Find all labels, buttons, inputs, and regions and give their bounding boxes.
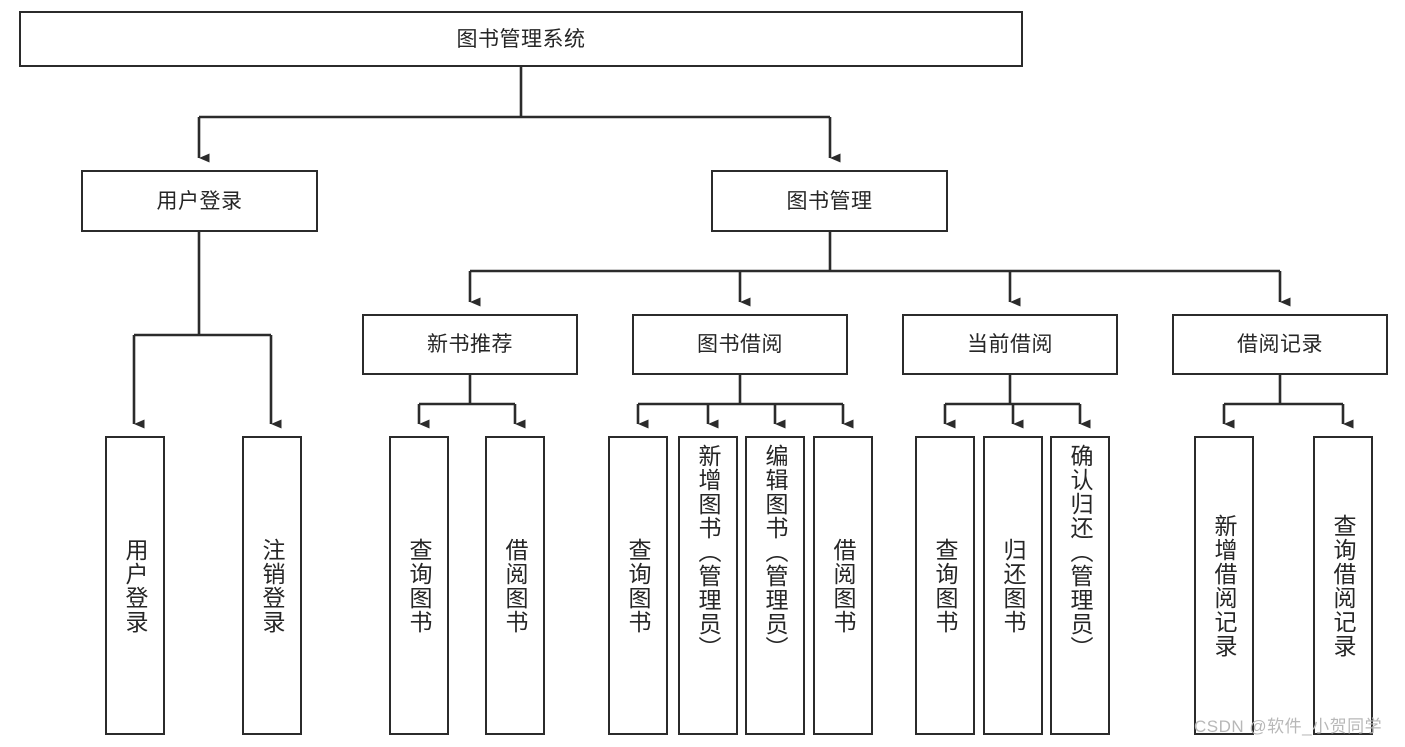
node-leaf-query-record[interactable]: 查询借阅记录 bbox=[1313, 436, 1373, 735]
node-user-login-label: 用户登录 bbox=[156, 189, 243, 213]
node-leaf-confirm-return[interactable]: 确认归还（管理员） bbox=[1050, 436, 1110, 735]
edge-bookmanage-to-level3 bbox=[468, 232, 1291, 307]
node-leaf-add-record-label: 新增借阅记录 bbox=[1211, 513, 1238, 658]
node-user-login[interactable]: 用户登录 bbox=[81, 170, 318, 232]
node-leaf-user-login[interactable]: 用户登录 bbox=[105, 436, 165, 735]
node-book-borrow[interactable]: 图书借阅 bbox=[632, 314, 848, 375]
node-leaf-borrow-book-2[interactable]: 借阅图书 bbox=[813, 436, 873, 735]
node-root[interactable]: 图书管理系统 bbox=[19, 11, 1023, 67]
node-leaf-confirm-return-label: 确认归还（管理员） bbox=[1067, 444, 1094, 660]
node-current-borrow-label: 当前借阅 bbox=[967, 333, 1053, 356]
csdn-watermark: CSDN @软件_小贺同学 bbox=[1194, 717, 1383, 736]
node-leaf-logout[interactable]: 注销登录 bbox=[242, 436, 302, 735]
node-leaf-add-record[interactable]: 新增借阅记录 bbox=[1194, 436, 1254, 735]
node-new-book-rec[interactable]: 新书推荐 bbox=[362, 314, 578, 375]
node-book-manage-label: 图书管理 bbox=[786, 189, 873, 213]
node-leaf-borrow-book-2-label: 借阅图书 bbox=[830, 537, 857, 634]
node-borrow-record[interactable]: 借阅记录 bbox=[1172, 314, 1388, 375]
node-leaf-add-book[interactable]: 新增图书（管理员） bbox=[678, 436, 738, 735]
node-leaf-edit-book[interactable]: 编辑图书（管理员） bbox=[745, 436, 805, 735]
node-leaf-borrow-book-1[interactable]: 借阅图书 bbox=[485, 436, 545, 735]
node-leaf-borrow-book-1-label: 借阅图书 bbox=[502, 537, 529, 634]
edge-bookborrow-to-leaves bbox=[636, 375, 854, 429]
node-leaf-logout-label: 注销登录 bbox=[259, 537, 286, 634]
node-new-book-rec-label: 新书推荐 bbox=[427, 333, 513, 356]
node-leaf-query-record-label: 查询借阅记录 bbox=[1330, 513, 1357, 658]
node-leaf-edit-book-label: 编辑图书（管理员） bbox=[762, 444, 789, 660]
node-leaf-add-book-label: 新增图书（管理员） bbox=[695, 444, 722, 660]
node-current-borrow[interactable]: 当前借阅 bbox=[902, 314, 1118, 375]
edge-currentborrow-to-leaves bbox=[943, 375, 1091, 429]
node-leaf-user-login-label: 用户登录 bbox=[122, 537, 149, 634]
node-leaf-return-book-label: 归还图书 bbox=[1000, 537, 1027, 634]
node-leaf-query-book-3-label: 查询图书 bbox=[932, 537, 959, 634]
node-leaf-query-book-1[interactable]: 查询图书 bbox=[389, 436, 449, 735]
node-leaf-query-book-2[interactable]: 查询图书 bbox=[608, 436, 668, 735]
node-root-label: 图书管理系统 bbox=[456, 27, 586, 51]
node-borrow-record-label: 借阅记录 bbox=[1237, 333, 1323, 356]
node-book-manage[interactable]: 图书管理 bbox=[711, 170, 948, 232]
edge-borrowrecord-to-leaves bbox=[1222, 375, 1354, 429]
edge-userlogin-to-leaves bbox=[132, 232, 282, 429]
edge-root-to-level2 bbox=[197, 67, 841, 163]
edge-newbookrec-to-leaves bbox=[417, 375, 526, 429]
node-leaf-query-book-2-label: 查询图书 bbox=[625, 537, 652, 634]
node-leaf-query-book-3[interactable]: 查询图书 bbox=[915, 436, 975, 735]
node-book-borrow-label: 图书借阅 bbox=[697, 333, 783, 356]
node-leaf-query-book-1-label: 查询图书 bbox=[406, 537, 433, 634]
node-leaf-return-book[interactable]: 归还图书 bbox=[983, 436, 1043, 735]
